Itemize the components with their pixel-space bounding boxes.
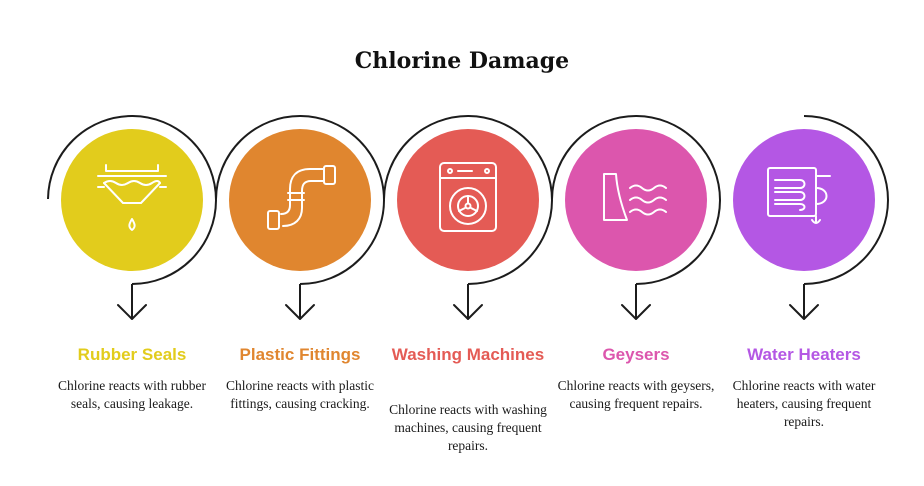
rubber-seal-drip-icon	[97, 164, 167, 231]
step-3-arrow	[453, 304, 483, 320]
water-heater-icon	[767, 167, 831, 224]
step-1-graphic	[47, 115, 217, 320]
step-2-label: Plastic Fittings	[239, 345, 361, 364]
step-1-ring-arc	[47, 115, 217, 285]
step-2-description: Chlorine reacts with plastic fittings, c…	[225, 378, 375, 411]
step-4-ring-arc	[551, 115, 721, 285]
step-1-description: Chlorine reacts with rubber seals, causi…	[57, 378, 207, 411]
step-2-ring-arc	[215, 115, 385, 285]
step-5-label: Water Heaters	[747, 345, 861, 364]
geyser-water-icon	[603, 173, 667, 221]
step-2-arrow	[285, 304, 315, 320]
step-3-description: Chlorine reacts with washing machines, c…	[389, 402, 547, 453]
step-4-description: Chlorine reacts with geysers, causing fr…	[557, 378, 715, 411]
step-1-label: Rubber Seals	[77, 345, 187, 364]
step-1-arrow	[117, 304, 147, 320]
step-3-ring-arc	[383, 115, 553, 285]
step-5-graphic	[733, 115, 889, 320]
step-4-label: Geysers	[602, 345, 670, 364]
step-5-arrow	[789, 304, 819, 320]
step-5-ring-arc	[803, 115, 889, 285]
step-2-graphic	[215, 115, 385, 320]
step-1-circle	[61, 129, 203, 271]
washing-machine-icon	[439, 162, 497, 232]
diagram-title: Chlorine Damage	[354, 48, 570, 74]
step-3-label: Washing Machines	[391, 345, 545, 364]
step-5-description: Chlorine reacts with water heaters, caus…	[732, 378, 876, 429]
step-3-graphic	[383, 115, 553, 320]
step-5-circle	[733, 129, 875, 271]
step-4-arrow	[621, 304, 651, 320]
step-4-graphic	[551, 115, 721, 320]
step-4-circle	[565, 129, 707, 271]
pipe-fitting-icon	[267, 165, 336, 230]
